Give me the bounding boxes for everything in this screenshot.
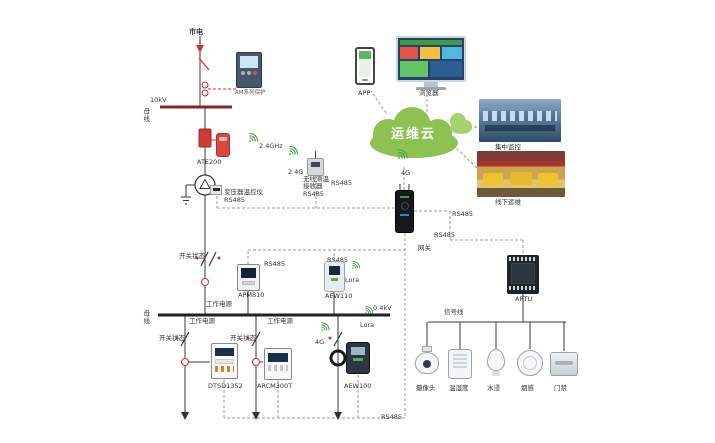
gateway-device [395, 190, 414, 233]
label-busbar-hv: 母线 [141, 108, 150, 123]
label-transformer-controller: 变压器温控仪 [224, 188, 263, 196]
label-wireless-rx-1: 无线测温 [303, 175, 329, 183]
phone-screen [359, 51, 371, 77]
label-4g-feeder: 4G [315, 338, 325, 346]
label-rs485-aew110: RS485 [327, 256, 349, 264]
dtsd1352-meter [211, 343, 238, 379]
label-aew110: AEW110 [325, 292, 353, 300]
ct-symbol [200, 277, 210, 287]
ground-symbol [181, 184, 195, 205]
browser-monitor [396, 36, 466, 92]
label-arcm300t: ARCM300T [257, 382, 293, 390]
label-switch-status-a: 开关状态 [159, 334, 185, 342]
relay-device [236, 52, 262, 88]
label-rs485-gw-down: RS485 [434, 231, 456, 239]
label-central-monitoring: 集中监控 [495, 143, 521, 151]
label-temp-humidity: 温湿度 [449, 384, 469, 392]
aew100-device [346, 342, 370, 374]
offline-ops-photo [477, 151, 565, 197]
label-switch-status-b: 开关状态 [230, 334, 256, 342]
label-ate200: ATE200 [197, 158, 222, 166]
rs485-dashed-network [216, 90, 524, 419]
ct-symbol [251, 357, 261, 367]
central-monitoring-photo [479, 99, 561, 142]
label-water: 水浸 [487, 384, 500, 392]
door-access-device [550, 352, 578, 376]
label-lora-aew110: Lora [345, 276, 360, 284]
cloud-shape [370, 107, 472, 158]
app-phone [355, 47, 375, 85]
switch-symbols [180, 251, 343, 347]
label-rs485-rx: RS485 [331, 179, 353, 187]
ct-symbol [180, 357, 190, 367]
label-rs485-txctrl: RS485 [224, 196, 246, 204]
ct-symbol [201, 89, 209, 97]
label-cloud: 运维云 [391, 127, 437, 142]
monitor-screen [396, 36, 466, 82]
camera-device [412, 346, 442, 380]
label-24g: 2.4G [288, 168, 304, 176]
label-relay: AM系列保护 [235, 90, 266, 96]
wifi-4g-feeder-icon [317, 320, 332, 335]
label-smoke: 烟感 [521, 384, 534, 392]
label-rs485-rx2: RS485 [303, 190, 325, 198]
wireless-rx-device [307, 158, 324, 176]
label-door: 门禁 [554, 384, 567, 392]
label-browser: 浏览器 [419, 89, 439, 97]
incoming-arrow [196, 45, 204, 53]
label-mains: 市电 [189, 28, 203, 36]
label-app: APP [358, 89, 371, 97]
camera-lens [423, 360, 431, 368]
label-aew100: AEW100 [344, 382, 372, 390]
label-apm810: APM810 [238, 291, 265, 299]
temp-humidity-sensor [448, 349, 472, 379]
label-switch-status-main: 开关状态 [179, 252, 205, 260]
artu-device [507, 255, 539, 294]
water-leak-sensor [484, 349, 508, 379]
label-busbar-lv: 母线 [141, 310, 150, 325]
label-wireless-rx-2: 接收器 [303, 182, 323, 190]
ate200-sensor [216, 133, 230, 157]
label-10kv: 10kV [150, 96, 167, 104]
label-power-top: 工作电源 [206, 300, 232, 308]
label-lora-aew100: Lora [360, 321, 375, 329]
protection-symbols [175, 45, 332, 367]
label-power-b: 工作电源 [267, 317, 293, 325]
transformer-controller-device [210, 185, 222, 195]
label-camera: 摄像头 [416, 384, 436, 392]
label-signal-line: 信号线 [444, 308, 464, 316]
label-rs485-gw-right: RS485 [452, 210, 474, 218]
breaker-symbol [198, 128, 212, 148]
arcm300t-meter [264, 348, 292, 380]
feeder-arrows [181, 412, 342, 420]
aew110-device [324, 261, 345, 292]
label-4g-cloud: 4G [401, 169, 411, 177]
label-power-a: 工作电源 [189, 317, 215, 325]
label-24ghz: 2.4GHz [259, 142, 283, 150]
wifi-24ghz-icon [244, 131, 260, 147]
label-rs485-apm: RS485 [264, 260, 286, 268]
label-04kv: 0.4kV [373, 304, 392, 312]
label-dtsd1352: DTSD1352 [208, 382, 243, 390]
clamp-ct-symbol [329, 349, 347, 367]
smoke-detector [515, 350, 545, 378]
apm810-device [237, 264, 260, 291]
wifi-24g-icon [284, 144, 300, 160]
label-rs485-bottom: RS485 [381, 413, 403, 421]
lora-aew110-icon [348, 259, 362, 273]
ct-symbol [201, 81, 209, 89]
label-offline-ops: 线下运维 [495, 198, 521, 206]
label-artu: ARTU [515, 295, 533, 303]
label-gateway: 网关 [418, 244, 431, 252]
